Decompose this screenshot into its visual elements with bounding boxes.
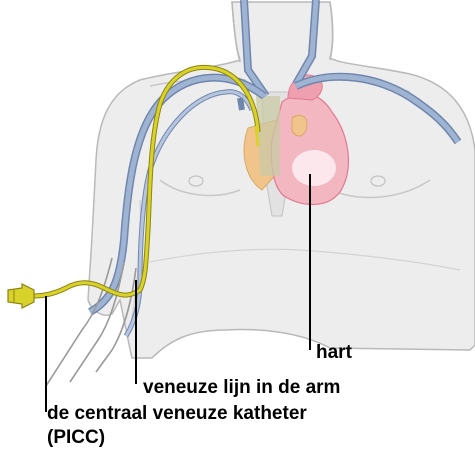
picc-catheter-tip [256,126,258,146]
heart-highlight [292,150,336,186]
label-heart: hart [316,343,352,362]
heart-left-vessel [292,115,307,136]
vein-stub [240,98,242,110]
label-catheter-line2: (PICC) [47,428,105,447]
label-catheter-line1: de centraal veneuze katheter [47,404,307,423]
label-arm-vein: veneuze lijn in de arm [143,378,340,397]
pulmonary-vessels [256,96,280,176]
